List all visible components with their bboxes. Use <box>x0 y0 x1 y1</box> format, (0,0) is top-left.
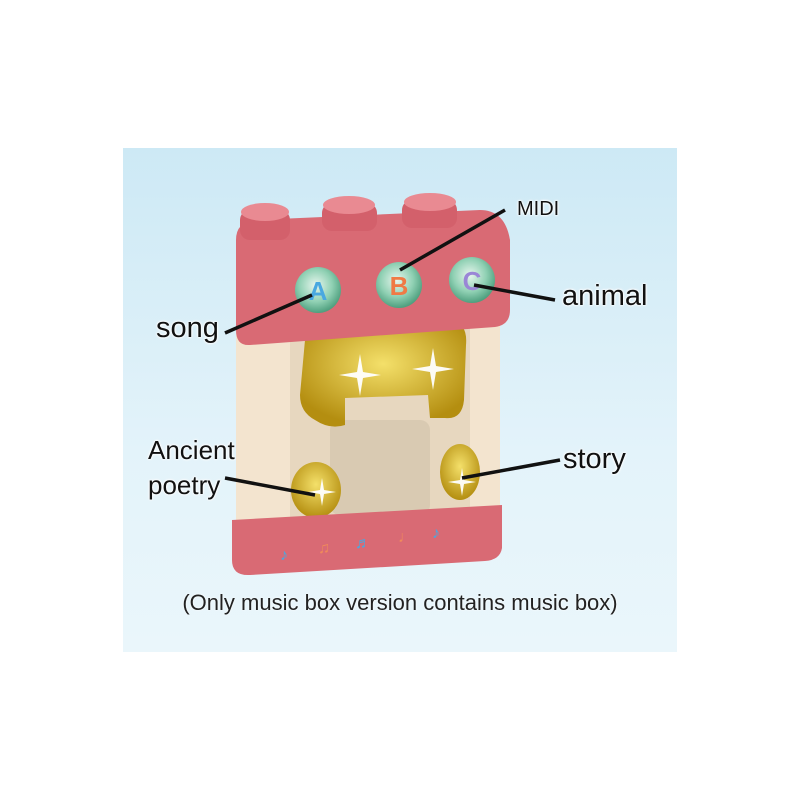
music-note-decorations: ♪ ♫ ♬ ♩ ♪ <box>280 525 440 564</box>
toy-top <box>236 210 510 346</box>
button-b[interactable]: B <box>376 262 422 308</box>
label-animal: animal <box>562 280 648 312</box>
label-midi: MIDI <box>517 198 560 220</box>
toy-studs <box>240 193 457 240</box>
label-song: song <box>156 312 219 344</box>
ancient-poetry-light <box>291 462 341 518</box>
button-c-letter: C <box>463 266 482 296</box>
svg-text:♬: ♬ <box>355 535 371 552</box>
sparkle-icons <box>308 348 476 506</box>
svg-text:♫: ♫ <box>318 540 330 557</box>
svg-text:♪: ♪ <box>280 547 288 564</box>
toy-base <box>232 505 502 576</box>
caption: (Only music box version contains music b… <box>182 590 618 615</box>
label-poetry: poetry <box>148 470 221 500</box>
button-b-letter: B <box>390 271 409 301</box>
story-light <box>440 444 480 500</box>
button-a-letter: A <box>309 276 328 306</box>
label-story: story <box>563 443 626 475</box>
button-a[interactable]: A <box>295 267 341 313</box>
button-c[interactable]: C <box>449 257 495 303</box>
svg-text:♩: ♩ <box>398 529 414 546</box>
label-ancient: Ancient <box>148 435 235 465</box>
svg-text:♪: ♪ <box>432 525 440 542</box>
leader-lines <box>224 208 561 497</box>
large-light-panel <box>300 322 467 427</box>
